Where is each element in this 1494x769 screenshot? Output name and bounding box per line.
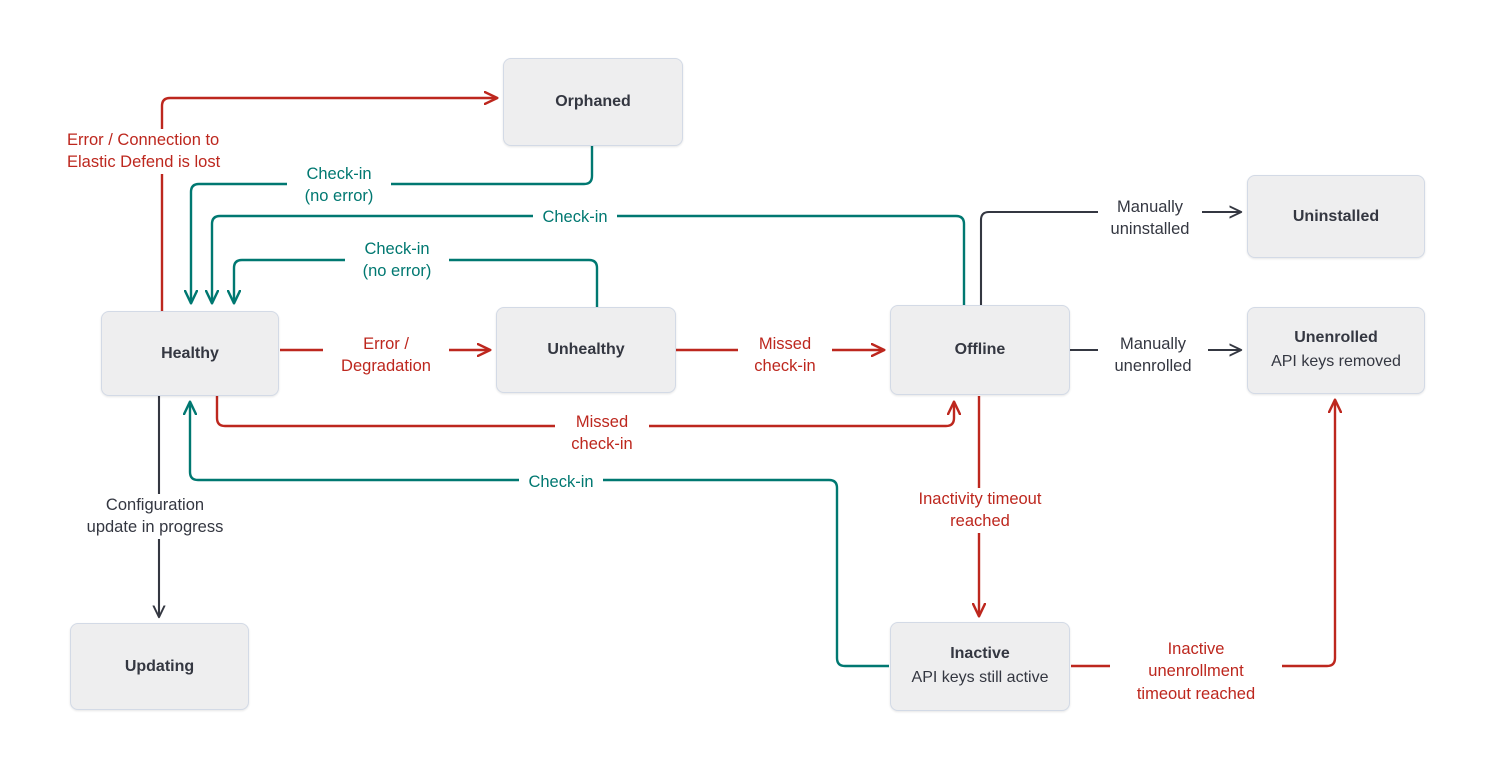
node-healthy-title: Healthy: [161, 344, 219, 362]
node-updating[interactable]: Updating: [70, 623, 249, 710]
edge-label-healthy-to-unhealthy: Error / Degradation: [323, 333, 449, 378]
node-unhealthy[interactable]: Unhealthy: [496, 307, 676, 393]
edge-label-healthy-to-updating: Configuration update in progress: [65, 494, 245, 539]
node-unhealthy-title: Unhealthy: [547, 341, 625, 358]
edge-label-inactive-to-healthy: Check-in: [519, 471, 603, 494]
node-orphaned[interactable]: Orphaned: [503, 58, 683, 146]
edge-offline-to-uninstalled: [979, 212, 1241, 305]
edge-inactive-to-healthy: [190, 402, 889, 668]
node-unenrolled-subtitle: API keys removed: [1271, 353, 1401, 371]
node-inactive[interactable]: Inactive API keys still active: [890, 622, 1070, 711]
edge-label-orphaned-to-healthy: Check-in (no error): [287, 163, 391, 208]
node-inactive-subtitle: API keys still active: [911, 669, 1049, 687]
node-offline[interactable]: Offline: [890, 305, 1070, 395]
edge-label-healthy-to-offline: Missed check-in: [555, 411, 649, 456]
edge-label-unhealthy-to-offline: Missed check-in: [738, 333, 832, 378]
node-uninstalled[interactable]: Uninstalled: [1247, 175, 1425, 258]
node-healthy[interactable]: Healthy: [101, 311, 279, 396]
edge-label-unhealthy-to-healthy: Check-in (no error): [345, 238, 449, 283]
node-unenrolled-title: Unenrolled: [1294, 329, 1378, 347]
node-inactive-title: Inactive: [950, 645, 1010, 663]
node-uninstalled-title: Uninstalled: [1292, 207, 1380, 225]
edge-label-offline-to-unenrolled: Manually unenrolled: [1098, 333, 1208, 378]
edge-label-inactive-to-unenrolled: Inactive unenrollment timeout reached: [1110, 638, 1282, 705]
edge-inactive-to-unenrolled: [1071, 400, 1335, 668]
edge-label-healthy-to-orphaned: Error / Connection to Elastic Defend is …: [62, 129, 262, 174]
edge-orphaned-to-healthy: [191, 146, 594, 303]
edge-label-offline-to-uninstalled: Manually uninstalled: [1098, 196, 1202, 241]
node-unenrolled[interactable]: Unenrolled API keys removed: [1247, 307, 1425, 394]
node-offline-title: Offline: [954, 341, 1006, 358]
edge-healthy-to-orphaned: [160, 98, 497, 311]
edge-label-offline-to-inactive: Inactivity timeout reached: [896, 488, 1064, 533]
edge-label-offline-to-healthy: Check-in: [533, 206, 617, 229]
node-updating-title: Updating: [124, 657, 195, 675]
node-orphaned-title: Orphaned: [555, 93, 631, 110]
